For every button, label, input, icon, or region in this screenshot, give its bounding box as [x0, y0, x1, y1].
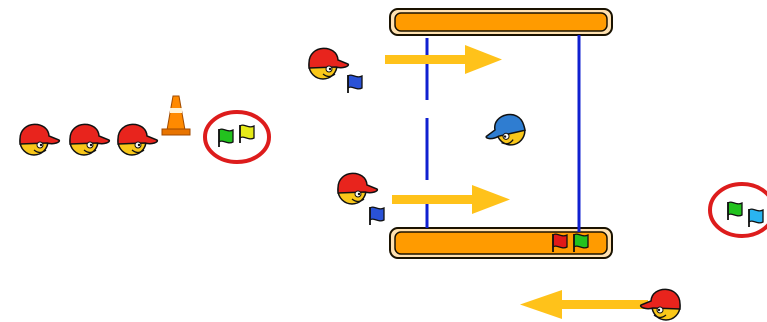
- waiting-player-2: [69, 123, 111, 156]
- flag-green-icon: [218, 128, 234, 148]
- top-bar: [394, 12, 608, 32]
- runner-middle: [337, 172, 379, 205]
- flag-green-icon: [727, 201, 743, 221]
- runner-top: [308, 47, 350, 80]
- cone-icon: [161, 95, 191, 136]
- waiting-player-1: [19, 123, 61, 156]
- coach: [482, 111, 528, 151]
- waiting-player-3: [117, 123, 159, 156]
- flag-cyan-icon: [748, 208, 764, 228]
- run-arrow-top: [385, 45, 502, 74]
- returning-player: [641, 289, 680, 320]
- far-circle: [708, 182, 767, 238]
- flag-yellow-icon: [239, 124, 255, 144]
- start-circle: [203, 110, 271, 164]
- run-arrow-middle: [392, 185, 510, 214]
- flag-blue-icon: [369, 206, 385, 226]
- flag-blue-icon: [347, 74, 363, 94]
- return-arrow: [520, 290, 648, 319]
